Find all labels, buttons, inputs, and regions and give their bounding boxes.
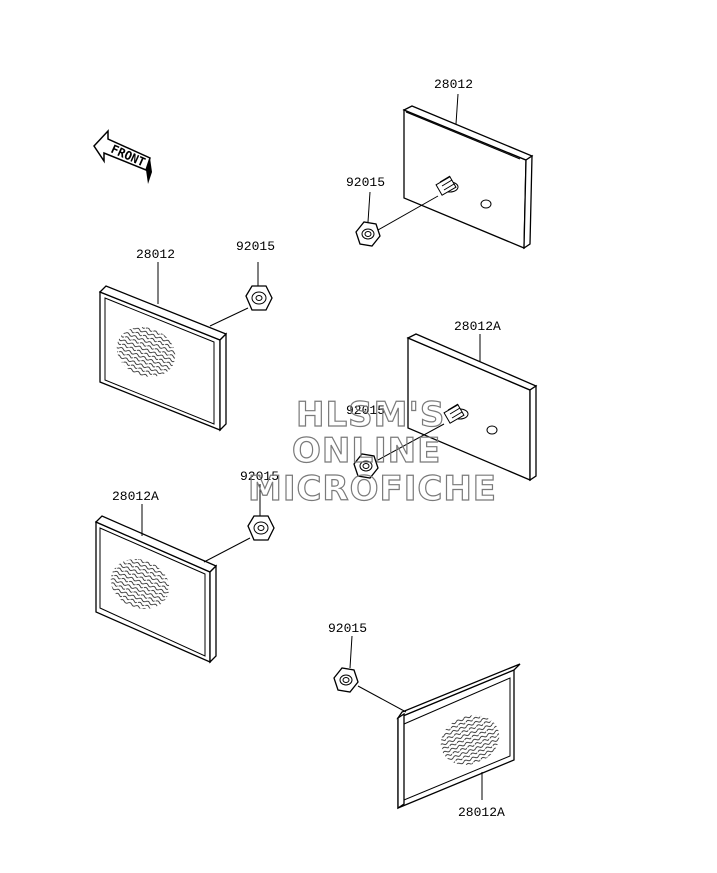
reflector-28012A-middle-right xyxy=(406,333,538,482)
watermark-line-1: HLSM'S xyxy=(296,395,445,435)
nut-92015-left-upper xyxy=(245,285,273,311)
callout-92015-middle[interactable]: 92015 xyxy=(346,403,385,418)
nut-92015-top xyxy=(355,221,381,247)
stud-icon xyxy=(443,403,469,424)
reflector-28012-left xyxy=(98,285,228,432)
callout-28012-top[interactable]: 28012 xyxy=(434,77,473,92)
front-label: FRONT xyxy=(109,142,148,169)
stud-icon xyxy=(435,175,459,196)
reflector-28012A-bottom-right xyxy=(396,663,521,810)
callout-92015-left-lower[interactable]: 92015 xyxy=(240,469,279,484)
nut-92015-left-lower xyxy=(247,515,275,541)
front-arrow-icon: FRONT xyxy=(93,129,152,184)
callout-92015-top[interactable]: 92015 xyxy=(346,175,385,190)
nut-92015-middle xyxy=(353,453,379,479)
callout-28012A-bottom[interactable]: 28012A xyxy=(458,805,505,820)
watermark-line-3: MICROFICHE xyxy=(248,469,497,509)
callout-28012A-left[interactable]: 28012A xyxy=(112,489,159,504)
callout-28012-left[interactable]: 28012 xyxy=(136,247,175,262)
callout-92015-bottom[interactable]: 92015 xyxy=(328,621,367,636)
watermark-line-2: ONLINE xyxy=(292,431,441,471)
reflector-28012A-left xyxy=(94,515,218,664)
reflector-28012-top-right xyxy=(402,105,534,250)
watermark: HLSM'S ONLINE MICROFICHE xyxy=(247,394,497,509)
callout-92015-left-upper[interactable]: 92015 xyxy=(236,239,275,254)
callout-28012A-middle[interactable]: 28012A xyxy=(454,319,501,334)
nut-92015-bottom xyxy=(333,667,359,693)
